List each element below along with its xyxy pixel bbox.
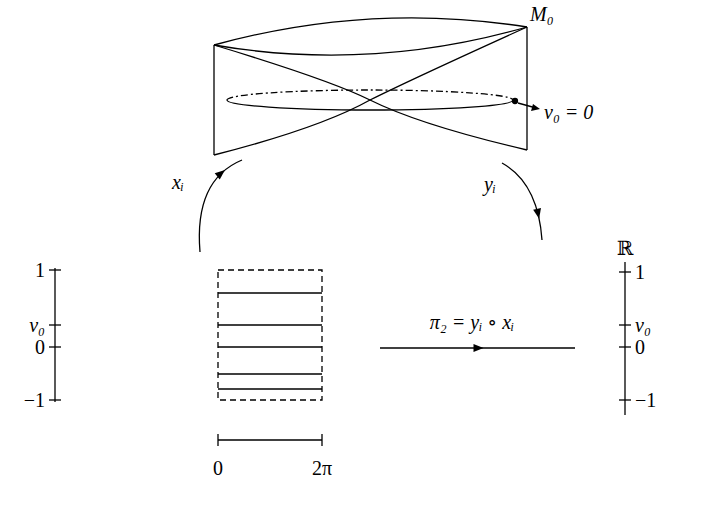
scale-line bbox=[218, 439, 322, 440]
level-line bbox=[218, 388, 322, 389]
axis-tick bbox=[619, 324, 631, 325]
callout-label: v₀ = 0 bbox=[544, 101, 593, 123]
map-label: yᵢ bbox=[484, 173, 496, 195]
real-line-region: ℝ1 v₀0 −1 bbox=[540, 232, 670, 417]
waist-circle-back bbox=[227, 90, 513, 100]
domain-rect bbox=[218, 270, 322, 400]
map-arrow bbox=[199, 160, 242, 252]
axis-line bbox=[624, 262, 625, 415]
axis-tick bbox=[619, 399, 631, 400]
level-line bbox=[218, 346, 322, 347]
math-label: v₀ bbox=[29, 314, 45, 336]
math-label: −1 bbox=[635, 389, 656, 411]
map-label: xᵢ bbox=[172, 171, 184, 193]
level-line bbox=[218, 373, 322, 374]
leader-head bbox=[531, 104, 540, 111]
math-label: M₀ bbox=[530, 3, 554, 25]
map-label: π₂ = yᵢ ∘ xᵢ bbox=[430, 311, 514, 333]
math-label: −1 bbox=[24, 389, 45, 411]
math-label: 0 bbox=[35, 336, 45, 358]
math-label: 2π bbox=[312, 457, 332, 479]
map-arrow bbox=[380, 344, 575, 352]
math-label: 1 bbox=[635, 261, 645, 283]
axis-tick bbox=[49, 324, 61, 325]
map-arrow bbox=[502, 163, 542, 240]
surface-rim bbox=[214, 18, 527, 45]
point-marker bbox=[513, 99, 518, 104]
surface-side bbox=[526, 27, 527, 150]
domain-region: 1v₀0−102π bbox=[14, 258, 330, 483]
axis-tick bbox=[49, 399, 61, 400]
math-label: 0 bbox=[635, 336, 645, 358]
surface-region: M₀ bbox=[206, 2, 576, 162]
axis-tick bbox=[619, 271, 631, 272]
surface-sheet bbox=[214, 27, 527, 155]
axis-tick bbox=[49, 269, 61, 270]
math-label: 0 bbox=[213, 457, 223, 479]
level-line bbox=[218, 324, 322, 325]
scale-tick bbox=[217, 434, 218, 446]
surface-sheet bbox=[214, 45, 527, 150]
axis-tick bbox=[49, 346, 61, 347]
math-label: v₀ bbox=[635, 314, 651, 336]
level-line bbox=[218, 292, 322, 293]
surface-side bbox=[213, 45, 214, 155]
axis-tick bbox=[619, 346, 631, 347]
math-label: 1 bbox=[35, 259, 45, 281]
surface-rim bbox=[214, 27, 527, 55]
waist-circle bbox=[227, 100, 513, 110]
axis-line bbox=[54, 268, 55, 402]
math-label: ℝ bbox=[617, 237, 634, 259]
scale-tick bbox=[321, 434, 322, 446]
